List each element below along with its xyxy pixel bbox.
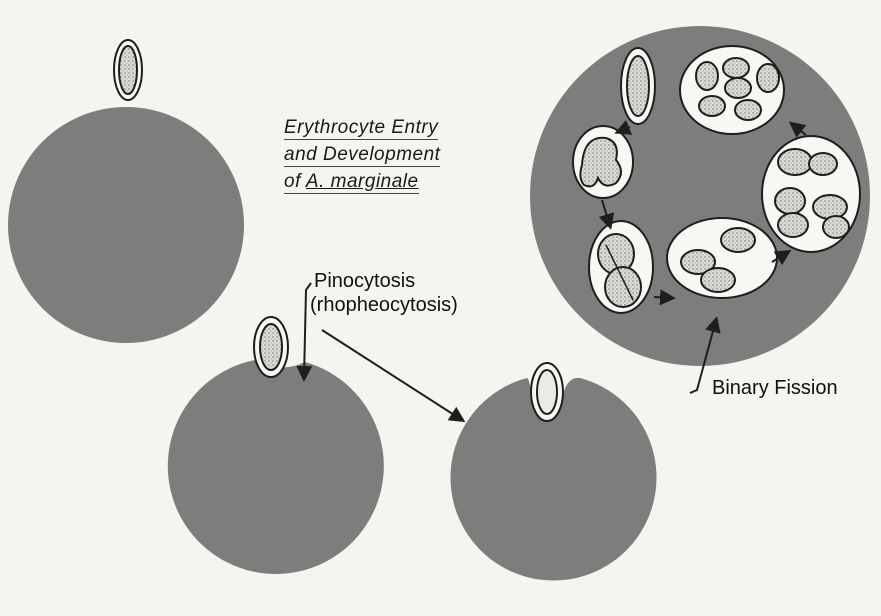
organism-body-1 xyxy=(119,46,137,94)
arrow-to-three-bodies xyxy=(654,297,672,298)
inclusion-initial xyxy=(621,48,655,124)
inclusion-bent-form xyxy=(573,126,633,198)
inclusion-dividing-pairs xyxy=(762,136,860,252)
inclusion-dividing-rod xyxy=(589,221,653,313)
organism-body-3 xyxy=(537,370,557,414)
title-prefix: of xyxy=(284,171,306,192)
inclusion-three-bodies xyxy=(667,218,777,298)
binary-fission-label: Binary Fission xyxy=(712,377,838,399)
diagram-title-line-3: of A. marginale xyxy=(284,172,419,194)
erythrocyte-invagination xyxy=(450,363,656,581)
inclusion-mature-colony xyxy=(680,46,784,134)
organism-body-2 xyxy=(260,324,282,370)
erythrocyte-cell-2 xyxy=(168,360,384,574)
diagram-title-line-1: Erythrocyte Entry xyxy=(284,118,438,140)
diagram-title-line-2: and Development xyxy=(284,145,440,167)
erythrocyte-pinocytosis xyxy=(168,317,384,574)
rhopheocytosis-label: (rhopheocytosis) xyxy=(310,294,458,316)
species-name: A. marginale xyxy=(306,171,419,192)
erythrocyte-binary-fission xyxy=(530,26,870,393)
pinocytosis-label: Pinocytosis xyxy=(314,270,415,292)
erythrocyte-cell-1 xyxy=(8,107,244,343)
erythrocyte-attachment xyxy=(8,40,244,343)
